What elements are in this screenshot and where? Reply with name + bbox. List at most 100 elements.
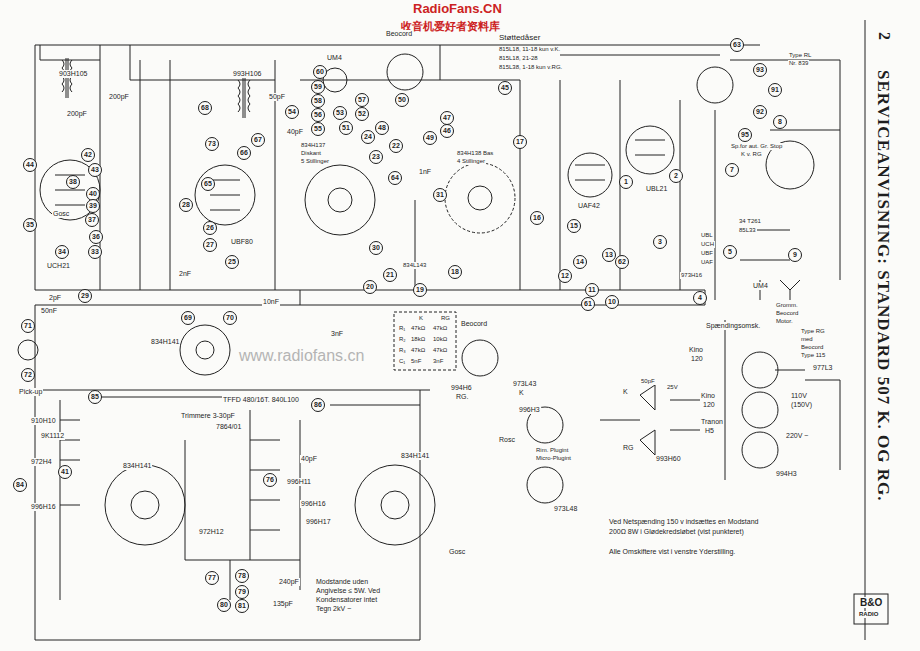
callout-number: 49	[423, 131, 437, 145]
part-label: 47kΩ	[410, 325, 426, 332]
callout-number: 57	[355, 93, 369, 107]
callout-number: 17	[513, 135, 527, 149]
part-label: 815L18, 11-18 kun v.K.	[498, 46, 561, 53]
part-label: Beocord	[385, 30, 413, 38]
part-label: 40pF	[300, 455, 318, 463]
part-label: 2nF	[178, 270, 192, 278]
part-label: Kino	[688, 346, 704, 354]
part-label: 834H141	[122, 462, 152, 470]
part-label: R₃	[398, 347, 407, 354]
callout-number: 56	[311, 108, 325, 122]
callout-number: 71	[21, 319, 35, 333]
part-label: RG	[622, 444, 635, 452]
callout-number: 16	[530, 211, 544, 225]
callout-number: 12	[558, 269, 572, 283]
callout-number: 92	[753, 105, 767, 119]
part-label: K	[518, 389, 525, 397]
part-label: 220V ~	[785, 432, 809, 440]
part-label: 50pF	[268, 93, 286, 101]
part-label: Trimmere 3-30pF	[180, 412, 236, 420]
callout-number: 59	[311, 80, 325, 94]
callout-number: 28	[179, 198, 193, 212]
callout-number: 29	[78, 289, 92, 303]
callout-number: 4	[693, 291, 707, 305]
part-label: 10nF	[262, 298, 280, 306]
part-label: 5nF	[410, 358, 422, 365]
part-label: 996H17	[305, 518, 332, 526]
callout-number: 31	[433, 188, 447, 202]
page-number: 2	[875, 32, 893, 41]
callout-number: 19	[413, 283, 427, 297]
part-label: 834H141	[150, 338, 180, 346]
part-label: TFFD 480/16T. 840L100	[222, 396, 300, 404]
part-label: Angivelse ≤ 5W. Ved	[315, 587, 381, 595]
callout-number: 72	[21, 368, 35, 382]
part-label: 996H3	[518, 406, 541, 414]
brand-logo: B&O	[859, 597, 883, 608]
part-label: 40pF	[286, 128, 304, 136]
part-label: 200pF	[108, 93, 130, 101]
part-label: 47kΩ	[410, 347, 426, 354]
watermark: www.radiofans.cn	[238, 347, 365, 365]
callout-number: 58	[311, 94, 325, 108]
part-label: Motor.	[775, 318, 794, 325]
callout-number: 11	[585, 283, 599, 297]
callout-number: 78	[235, 569, 249, 583]
part-label: 834L143	[402, 262, 427, 269]
part-label: Type RG	[800, 328, 826, 335]
callout-number: 73	[205, 137, 219, 151]
part-label: Type 115	[800, 352, 826, 359]
brand-logo: RADIO	[858, 611, 879, 618]
callout-number: 52	[355, 107, 369, 121]
callout-number: 48	[375, 121, 389, 135]
part-label: UBF	[700, 250, 714, 257]
callout-number: 47	[440, 111, 454, 125]
callout-number: 53	[333, 106, 347, 120]
part-label: Nr. 839	[788, 60, 809, 67]
part-label: 47kΩ	[432, 347, 448, 354]
part-label: Diskant	[300, 150, 322, 157]
callout-number: 93	[753, 63, 767, 77]
part-label: 815L38, 1-18 kun v.RG.	[498, 64, 563, 71]
part-label: UBL21	[645, 185, 668, 193]
callout-number: 64	[388, 171, 402, 185]
part-label: 47kΩ	[432, 325, 448, 332]
part-label: 994H6	[450, 384, 473, 392]
part-label: UCH21	[46, 262, 71, 270]
part-label: 10kΩ	[432, 336, 448, 343]
callout-number: 20	[363, 280, 377, 294]
callout-number: 38	[66, 175, 80, 189]
watermark: 收音机爱好者资料库	[400, 20, 501, 32]
part-label: Støttedåser	[498, 34, 541, 43]
callout-number: 91	[768, 83, 782, 97]
callout-number: 43	[88, 163, 102, 177]
part-label: 240pF	[278, 578, 300, 586]
part-label: Ved Netspænding 150 v indsættes en Modst…	[608, 518, 759, 526]
callout-number: 95	[738, 128, 752, 142]
part-label: (150V)	[790, 401, 813, 409]
part-label: 973L43	[512, 380, 537, 388]
callout-number: 54	[285, 105, 299, 119]
part-label: 50nF	[40, 307, 58, 315]
part-label: Gosc	[448, 548, 466, 556]
callout-number: 70	[223, 311, 237, 325]
callout-number: 44	[23, 158, 37, 172]
part-label: Kondensatorer intet	[315, 596, 378, 604]
part-label: UAF42	[577, 202, 601, 210]
callout-number: 8	[773, 115, 787, 129]
part-label: Modstande uden	[315, 578, 369, 586]
part-label: 3nF	[432, 358, 444, 365]
part-label: Rim. Plugint	[535, 447, 569, 454]
callout-number: 81	[235, 599, 249, 613]
part-label: 120	[702, 401, 716, 409]
part-label: 1nF	[418, 168, 432, 176]
callout-number: 61	[581, 297, 595, 311]
callout-number: 24	[361, 130, 375, 144]
part-label: 2pF	[48, 294, 62, 302]
callout-number: 26	[203, 221, 217, 235]
part-label: Tranon	[700, 418, 724, 426]
callout-number: 41	[58, 465, 72, 479]
callout-number: 9	[788, 248, 802, 262]
part-label: Micro-Plugint	[535, 455, 572, 462]
